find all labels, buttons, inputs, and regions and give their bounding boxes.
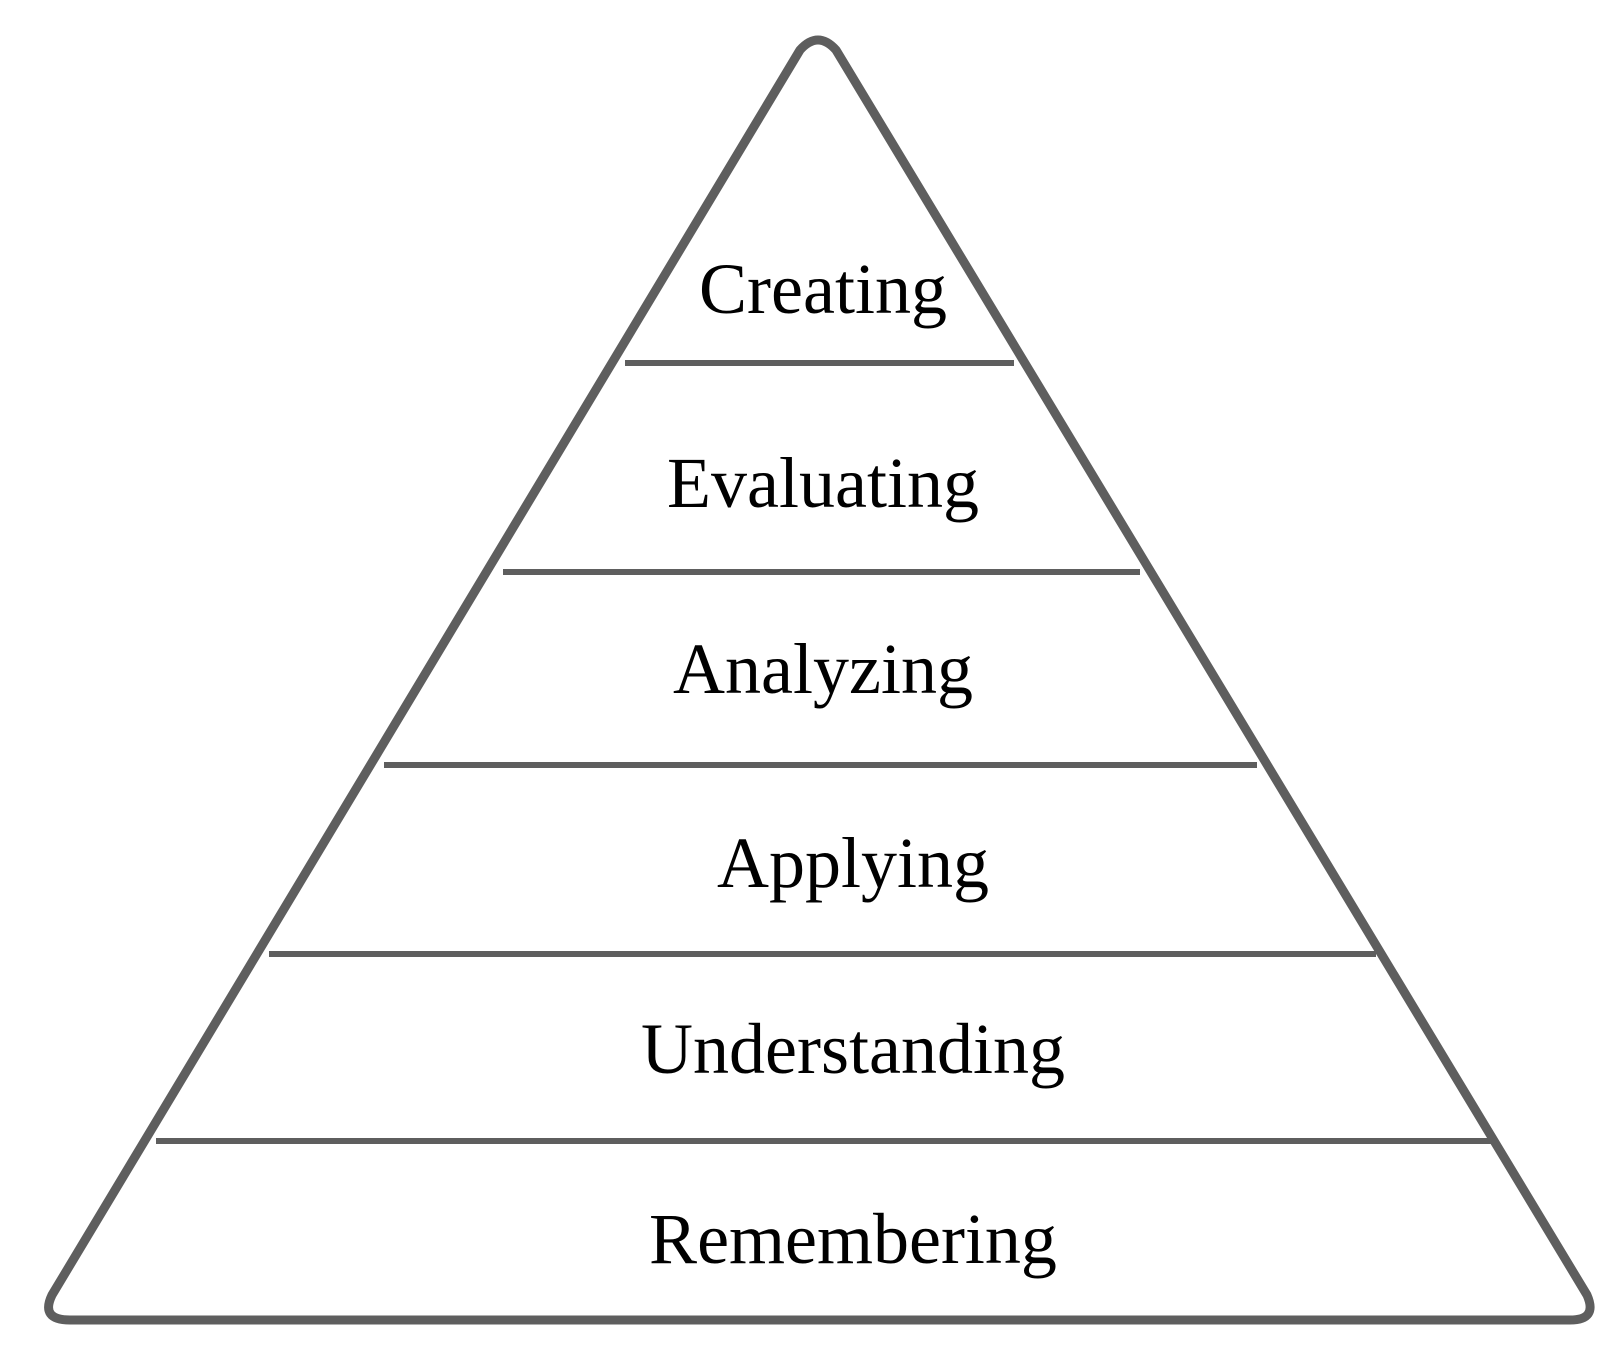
level-label-remembering: Remembering bbox=[649, 1199, 1057, 1279]
level-label-understanding: Understanding bbox=[641, 1009, 1065, 1089]
level-label-analyzing: Analyzing bbox=[673, 629, 973, 709]
pyramid-outline bbox=[44, 35, 1595, 1325]
level-label-creating: Creating bbox=[699, 249, 947, 329]
level-label-evaluating: Evaluating bbox=[667, 443, 979, 523]
level-label-applying: Applying bbox=[717, 823, 989, 903]
